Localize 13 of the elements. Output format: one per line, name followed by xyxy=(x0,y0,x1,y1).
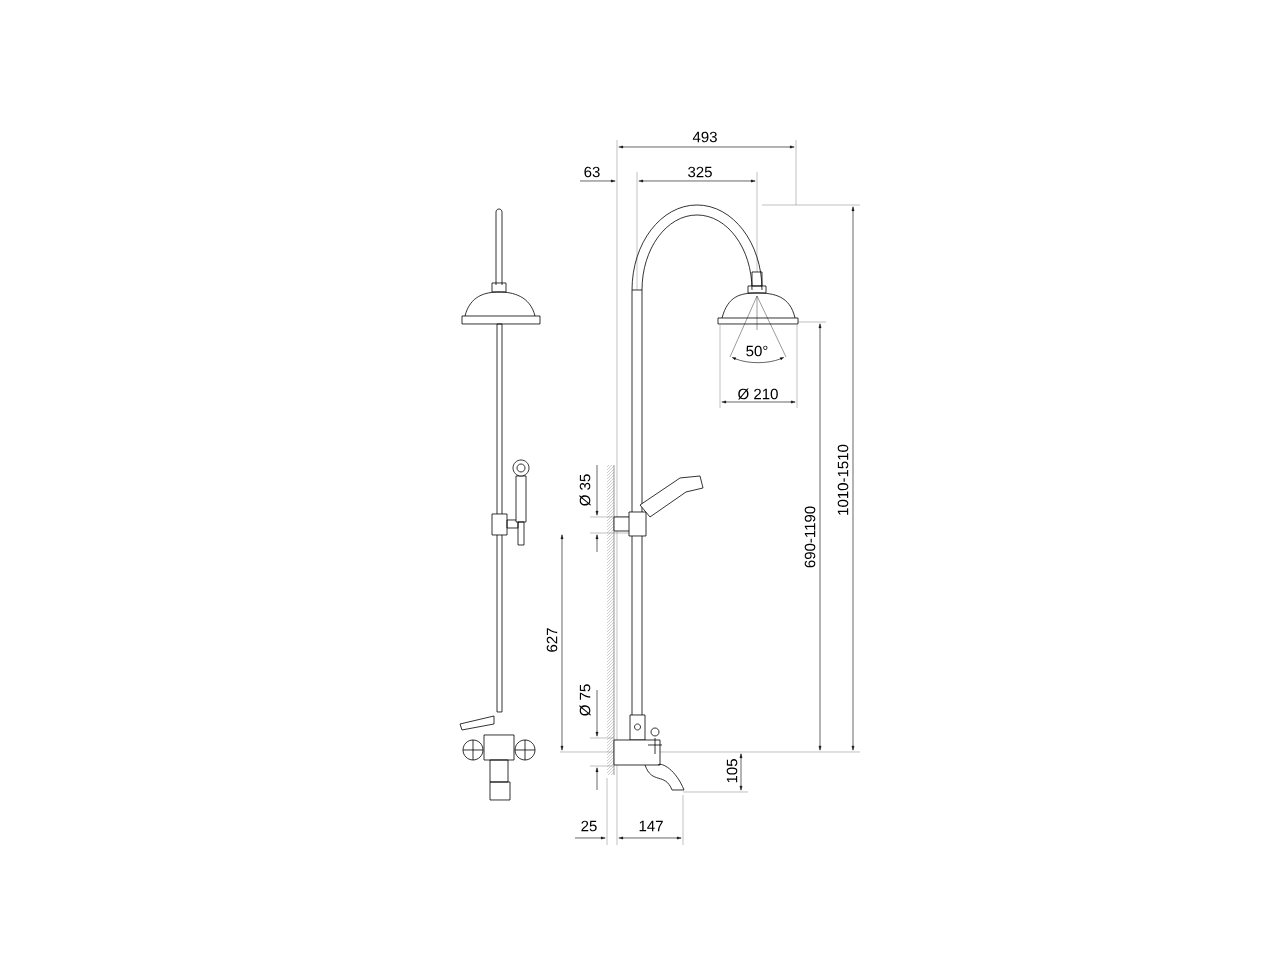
dimension-label: Ø 35 xyxy=(578,472,592,508)
dimension-label: 50° xyxy=(744,344,770,358)
dimension-label: 627 xyxy=(545,626,559,654)
dimension-label: 1010-1510 xyxy=(836,443,850,517)
dimension-label: Ø 210 xyxy=(736,387,780,401)
dimension-label: Ø 75 xyxy=(578,682,592,718)
dimension-label: 325 xyxy=(686,165,714,179)
dimension-label: 63 xyxy=(582,165,602,179)
dimension-label: 147 xyxy=(637,819,665,833)
dimension-label: 105 xyxy=(725,757,739,785)
dimension-label: 25 xyxy=(579,819,599,833)
dimension-label: 493 xyxy=(691,130,719,144)
dimension-label: 690-1190 xyxy=(803,504,817,570)
